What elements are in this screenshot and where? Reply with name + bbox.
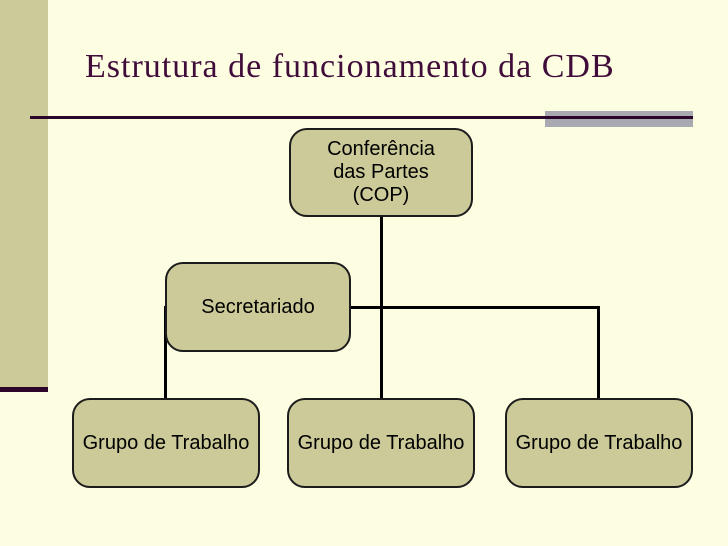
left-accent-band (0, 0, 48, 387)
connector-secretariado-to-grupo-3-vertical (597, 306, 600, 398)
connector-secretariado-to-grupo-3-horizontal (351, 306, 600, 309)
node-conferencia-das-partes: Conferência das Partes (COP) (289, 128, 473, 217)
title-accent-bar (545, 111, 693, 127)
node-grupo-de-trabalho-3: Grupo de Trabalho (505, 398, 693, 488)
node-secretariado: Secretariado (165, 262, 351, 352)
node-grupo-de-trabalho-2: Grupo de Trabalho (287, 398, 475, 488)
node-grupo-de-trabalho-1: Grupo de Trabalho (72, 398, 260, 488)
page-title: Estrutura de funcionamento da CDB (85, 48, 615, 85)
connector-secretariado-to-grupo-1 (164, 306, 167, 398)
title-underline (30, 116, 693, 119)
left-accent-band-underline (0, 387, 48, 392)
